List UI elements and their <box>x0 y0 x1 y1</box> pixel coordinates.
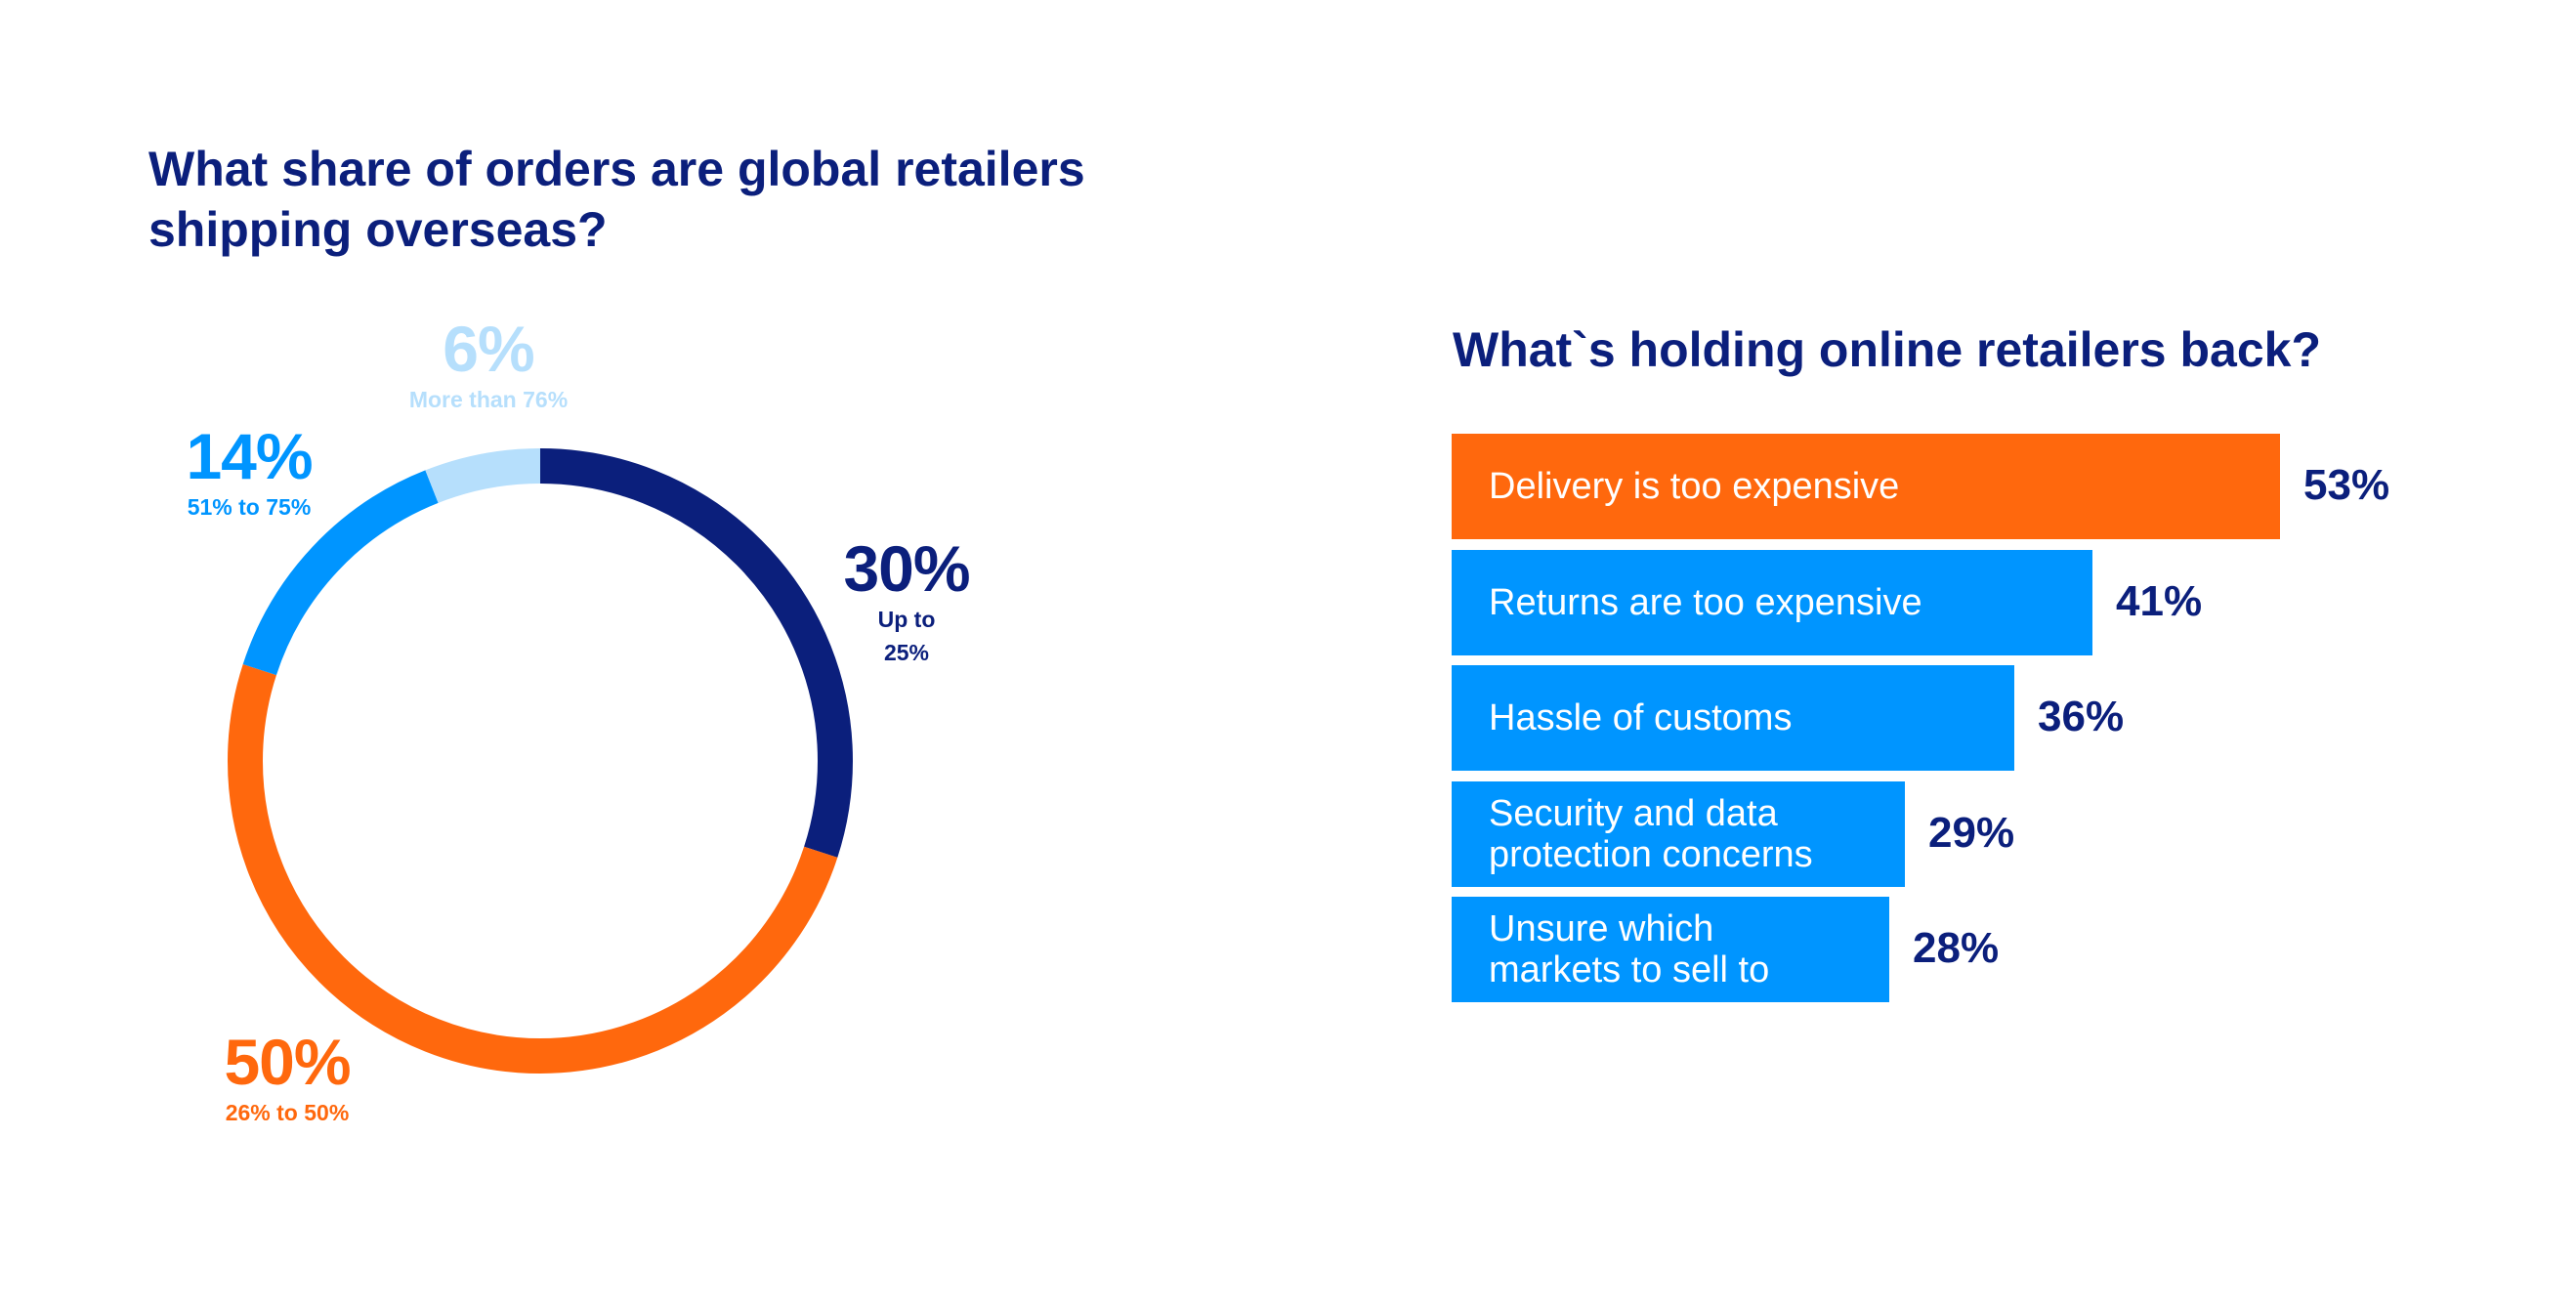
bar-label-line: markets to sell to <box>1489 949 1770 990</box>
donut-title-line-2: shipping overseas? <box>148 202 608 257</box>
bar-value-label: 41% <box>2116 576 2203 625</box>
slice-category: 26% to 50% <box>225 1100 350 1125</box>
bar-label-line: Delivery is too expensive <box>1489 466 1900 507</box>
slice-category: 51% to 75% <box>187 494 312 520</box>
slice-value: 30% <box>843 532 970 605</box>
bar-value-label: 28% <box>1913 924 2000 972</box>
donut-slice-3 <box>228 448 853 1074</box>
donut-title: What share of orders are global retailer… <box>148 139 1085 260</box>
donut-slice-1 <box>228 448 853 1074</box>
bar: Delivery is too expensive <box>1452 434 2280 539</box>
slice-label-more-than-76: 6% More than 76% <box>371 315 606 416</box>
slice-category-line-1: Up to <box>877 607 936 632</box>
slice-label-up-to-25: 30% Up to 25% <box>819 534 994 669</box>
slice-value: 14% <box>186 420 313 492</box>
slice-value: 6% <box>443 313 534 385</box>
bar-label-line: Hassle of customs <box>1489 697 1793 738</box>
slice-value: 50% <box>224 1026 351 1098</box>
bar-chart-title: What`s holding online retailers back? <box>1453 322 2322 377</box>
bar-label: Hassle of customs <box>1489 697 1792 738</box>
bar-label-line: Returns are too expensive <box>1489 581 1922 623</box>
bar-value-label: 36% <box>2038 693 2125 740</box>
bar-label: Delivery is too expensive <box>1489 466 1899 507</box>
bar-value-label: 53% <box>2303 461 2390 509</box>
donut-chart <box>228 448 853 1074</box>
slice-category-line-2: 25% <box>883 640 930 665</box>
donut-title-line-1: What share of orders are global retailer… <box>148 142 1085 196</box>
bar-label: Returns are too expensive <box>1489 582 1922 623</box>
bar-label-line: Unsure which <box>1489 908 1714 949</box>
bar-label-line: Security and data <box>1489 792 1778 834</box>
bar: Returns are too expensive <box>1452 549 2092 655</box>
bar: Hassle of customs <box>1452 665 2014 771</box>
slice-label-26-50: 50% 26% to 50% <box>190 1028 385 1129</box>
slice-category: More than 76% <box>408 387 569 412</box>
bar-value-label: 29% <box>1928 808 2015 857</box>
bar-label-line: protection concerns <box>1489 833 1813 875</box>
slice-label-51-75: 14% 51% to 75% <box>156 422 342 524</box>
